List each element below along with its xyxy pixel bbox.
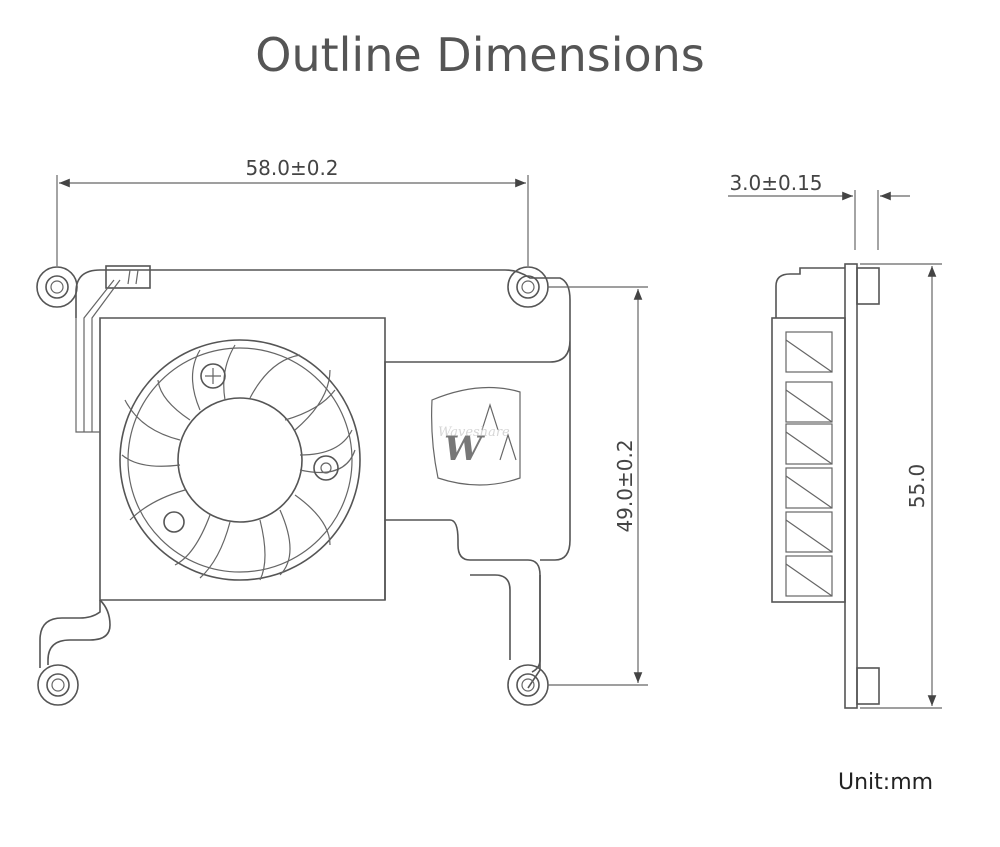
side-view: 3.0±0.15 55.0 xyxy=(728,171,942,709)
mounting-hole-bottom-right xyxy=(507,664,549,706)
right-arm xyxy=(384,520,541,673)
height-label: 55.0 xyxy=(905,464,929,509)
hole-spacing-dimension: 49.0±0.2 xyxy=(548,286,648,686)
hole-spacing-label: 49.0±0.2 xyxy=(613,439,637,532)
thickness-dimension: 3.0±0.15 xyxy=(728,171,910,250)
svg-text:W: W xyxy=(444,429,485,469)
mounting-hole-top-right xyxy=(507,266,549,308)
unit-label: Unit:mm xyxy=(838,770,934,795)
page-title: Outline Dimensions xyxy=(255,28,705,82)
thickness-label: 3.0±0.15 xyxy=(729,171,822,195)
mounting-hole-bottom-left xyxy=(37,664,79,706)
width-dimension-label: 58.0±0.2 xyxy=(245,156,338,180)
width-dimension: 58.0±0.2 xyxy=(56,156,529,266)
svg-text:Waveshare: Waveshare xyxy=(438,425,510,440)
mounting-hole-top-left xyxy=(36,266,78,308)
left-arm xyxy=(39,599,111,668)
fan-connector xyxy=(75,265,151,433)
front-view: W Waveshare 58.0±0.2 49.0±0.2 xyxy=(36,156,648,706)
side-plate xyxy=(844,263,858,709)
side-fan-body xyxy=(771,317,846,603)
height-dimension: 55.0 xyxy=(860,263,942,709)
waveshare-logo: W Waveshare xyxy=(431,386,521,486)
fan-housing xyxy=(99,317,386,601)
side-fins xyxy=(785,331,833,597)
fan-blades xyxy=(119,339,361,581)
